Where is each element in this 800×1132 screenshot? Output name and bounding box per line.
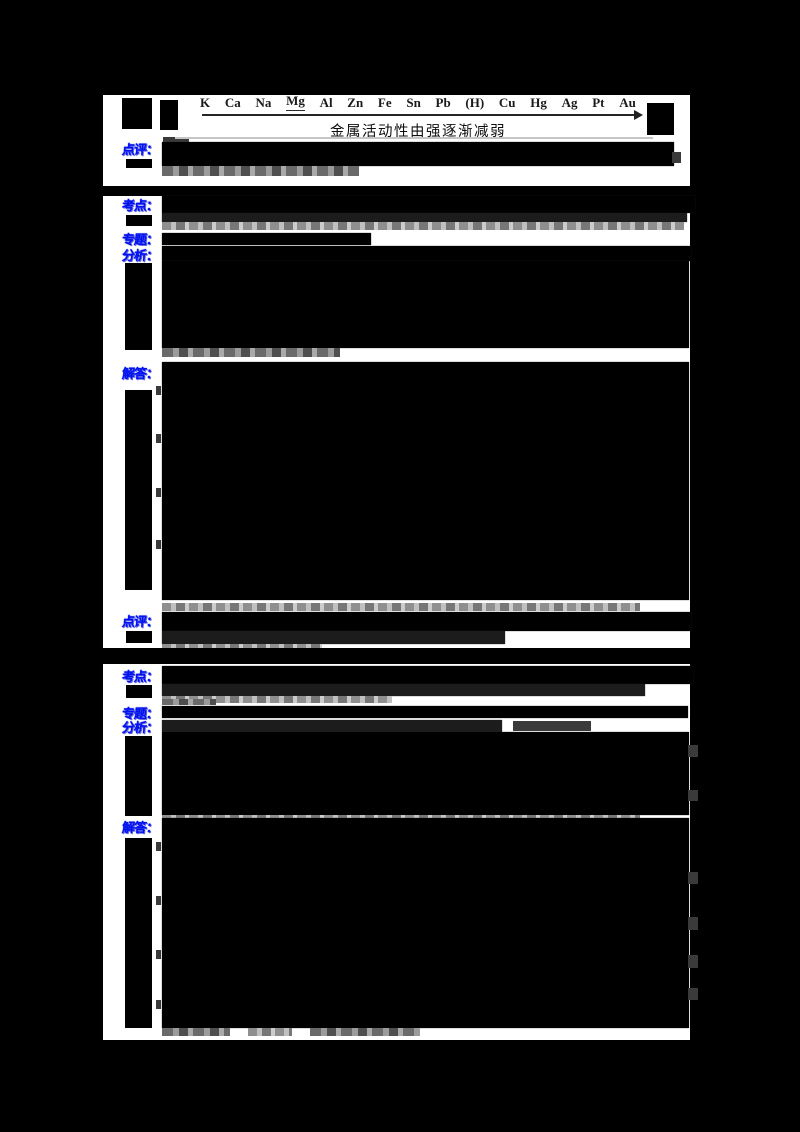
redacted-text-line: [162, 348, 340, 357]
annotation-label-comment: 点评：: [121, 142, 159, 157]
redacted-block-topright: [647, 103, 674, 135]
redacted-fragment: [160, 100, 178, 130]
redacted-text-block: [162, 732, 689, 815]
redacted-fragment: [126, 631, 152, 643]
redacted-fragment: [672, 152, 681, 163]
redacted-fragment: [156, 386, 161, 395]
element-symbol: Zn: [347, 95, 364, 110]
element-symbol-underlined: Mg: [286, 93, 305, 111]
paper-section-1: K Ca Na Mg Al Zn Fe Sn Pb (H) Cu Hg Ag P…: [103, 93, 690, 186]
redacted-fragment: [156, 950, 161, 959]
redacted-fragment: [688, 745, 698, 757]
redacted-fragment: [688, 790, 698, 801]
redacted-text-line: [162, 196, 695, 213]
redacted-fragment: [156, 842, 161, 851]
redacted-block-topleft: [122, 98, 152, 129]
annotation-label-comment: 点评：: [121, 614, 159, 629]
redacted-fragment: [688, 988, 698, 1000]
paper-section-2: 考点： 专题： 分析： 解答： 点评：: [103, 196, 695, 648]
annotation-label-exam-point: 考点：: [121, 669, 159, 684]
redacted-text-line: [162, 222, 684, 230]
annotation-label-analysis: 分析：: [121, 720, 159, 735]
redacted-fragment: [156, 540, 161, 549]
activity-arrow-head-icon: [634, 110, 643, 120]
redacted-fragment: [248, 1028, 292, 1036]
metal-activity-series: K Ca Na Mg Al Zn Fe Sn Pb (H) Cu Hg Ag P…: [200, 93, 636, 111]
element-symbol: Pt: [592, 95, 605, 110]
redacted-fragment: [162, 1028, 230, 1036]
paper-section-3: 考点： 专题： 分析： 解答：: [103, 664, 698, 1040]
redacted-text-line: [162, 644, 322, 648]
redacted-text-line: [162, 166, 359, 176]
redacted-text-block: [162, 818, 689, 1028]
redacted-text-line: [162, 142, 674, 166]
figure-caption: 金属活动性由强逐渐减弱: [330, 124, 506, 140]
redacted-text-line: [162, 706, 688, 718]
redacted-text-line: [162, 684, 645, 696]
element-symbol: Pb: [435, 95, 451, 110]
element-symbol: Sn: [406, 95, 421, 110]
redacted-text-line: [162, 603, 640, 611]
redacted-fragment: [156, 896, 161, 905]
redacted-text-line: [162, 246, 691, 261]
redacted-text-line: [162, 631, 505, 644]
annotation-label-answer: 解答：: [121, 366, 159, 381]
redacted-text-line: [162, 720, 502, 732]
redacted-fragment: [126, 159, 152, 168]
element-symbol: Hg: [530, 95, 547, 110]
redacted-text-line: [162, 213, 687, 222]
element-symbol: Al: [319, 95, 333, 110]
redacted-label-column: [125, 736, 152, 816]
redacted-fragment: [156, 488, 161, 497]
redacted-fragment: [310, 1028, 420, 1036]
redacted-fragment: [688, 917, 698, 930]
activity-arrow-line: [202, 114, 636, 116]
redacted-label-column: [125, 390, 152, 590]
redacted-text-block: [162, 261, 689, 348]
element-symbol: K: [200, 95, 211, 110]
annotation-label-analysis: 分析：: [121, 248, 159, 263]
redacted-label-column: [125, 838, 152, 1028]
annotation-label-topic: 专题：: [121, 232, 159, 247]
annotation-label-answer: 解答：: [121, 820, 159, 835]
annotation-label-exam-point: 考点：: [121, 198, 159, 213]
redacted-fragment: [688, 872, 698, 884]
redacted-fragment: [126, 685, 152, 698]
redacted-label-column: [125, 263, 152, 350]
element-symbol: (H): [465, 95, 485, 110]
redacted-text-line: [162, 815, 640, 820]
element-symbol: Ca: [224, 95, 241, 110]
redacted-fragment: [513, 721, 591, 731]
redacted-fragment: [156, 1000, 161, 1009]
redacted-fragment: [126, 215, 152, 226]
redacted-text-block: [162, 362, 689, 600]
redacted-text-line: [162, 612, 691, 631]
redacted-text-line: [162, 666, 693, 684]
figure-bottom-rule: [175, 137, 653, 139]
redacted-fragment: [688, 955, 698, 968]
redacted-text-line: [162, 696, 392, 703]
element-symbol: Fe: [377, 95, 392, 110]
element-symbol: Au: [619, 95, 636, 110]
redacted-fragment: [162, 699, 216, 705]
element-symbol: Na: [255, 95, 272, 110]
element-symbol: Cu: [498, 95, 516, 110]
redacted-fragment: [156, 434, 161, 443]
redacted-text-line: [162, 233, 371, 245]
element-symbol: Ag: [561, 95, 578, 110]
